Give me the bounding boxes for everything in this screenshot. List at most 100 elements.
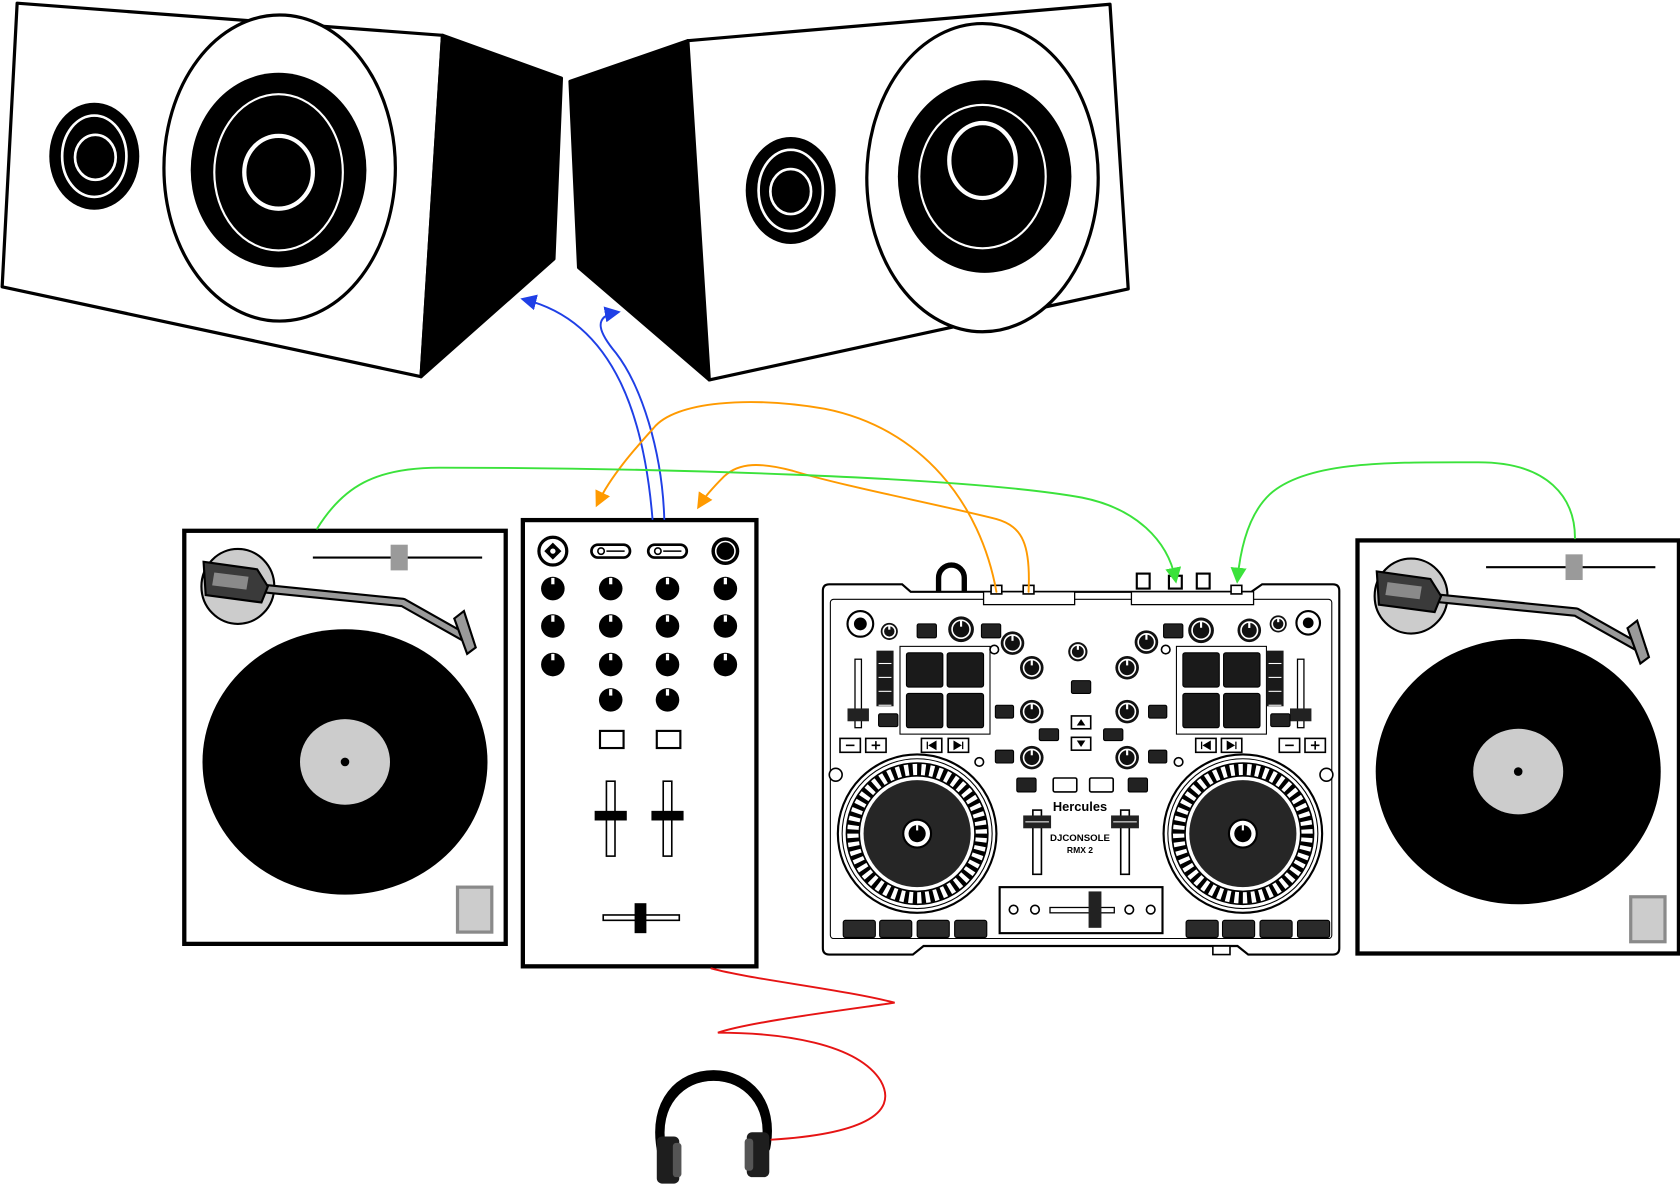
- deck-function-button: [1185, 919, 1219, 938]
- controller-button: [994, 704, 1015, 719]
- counterweight-detail: [1385, 582, 1422, 600]
- headband-highlight: [664, 1081, 763, 1146]
- deck-function-button: [916, 919, 950, 938]
- volume-fader-slot: [1032, 809, 1043, 876]
- left-pitch-fader: [847, 658, 869, 729]
- previous-icon: [926, 740, 937, 751]
- left-turntable-icon: [182, 528, 508, 947]
- mixer-knob: [598, 614, 623, 638]
- tonearm: [1434, 595, 1646, 653]
- controller-knob: [1134, 630, 1159, 654]
- left-pad-frame: [899, 645, 991, 735]
- controller-button: [1070, 680, 1092, 694]
- tweeter-ring: [60, 114, 128, 199]
- mixer-knob: [598, 652, 623, 677]
- strip-body: [876, 650, 894, 707]
- mixer-knob: [598, 576, 623, 601]
- mixer-knob: [541, 652, 565, 677]
- left-speaker-icon: [0, 1, 564, 379]
- deck-function-button: [1296, 919, 1331, 938]
- performance-pad: [1223, 692, 1261, 729]
- knob-body: [598, 688, 623, 712]
- mixer-knob: [713, 652, 738, 677]
- mixer-knob: [655, 688, 680, 712]
- speaker-cable-right: [599, 306, 666, 520]
- controller-knob: [1115, 655, 1139, 680]
- headphone-cable: [710, 967, 895, 1141]
- channel-2-switch: [646, 543, 689, 559]
- right-volume-fader: [1111, 809, 1139, 876]
- plus-button: [864, 737, 887, 754]
- deck-function-button: [842, 919, 876, 938]
- browse-down-button: [1070, 736, 1092, 751]
- pitch-slider-knob: [390, 544, 408, 571]
- right-speaker-woofer: [865, 21, 1100, 334]
- controller-model-line-2: RMX 2: [1067, 845, 1093, 855]
- controller-button: [1163, 623, 1184, 639]
- right-speaker-icon: [568, 2, 1130, 382]
- panel-screw: [1029, 904, 1041, 915]
- panel-screw: [1124, 904, 1135, 915]
- performance-pad: [1182, 652, 1220, 688]
- controller-button: [1148, 749, 1168, 764]
- controller-button: [878, 713, 899, 728]
- pitch-fader-slot: [854, 658, 863, 729]
- strip-body: [1266, 650, 1284, 707]
- mixer-knob: [655, 576, 680, 601]
- controller-button: [980, 623, 1002, 639]
- knob-body: [598, 576, 623, 601]
- controller-cable-loop: [935, 562, 967, 594]
- jog-ring: [845, 762, 989, 906]
- jack-ring: [714, 540, 736, 562]
- rca-input-3: [1230, 584, 1243, 595]
- panel-screw: [1008, 904, 1019, 915]
- left-speaker-tweeter: [49, 102, 140, 210]
- headshell: [453, 609, 477, 656]
- side-button-strip: [876, 650, 894, 707]
- spindle: [340, 757, 350, 767]
- knob-body: [598, 652, 623, 677]
- controller-controls: [828, 615, 1334, 938]
- loop-button: [1088, 777, 1115, 793]
- knob-body: [713, 576, 738, 601]
- headphone-jack: [711, 537, 740, 566]
- controller-knob: [1020, 655, 1044, 680]
- knob-body: [541, 576, 565, 601]
- mic-input: [537, 535, 569, 567]
- left-speaker-side: [419, 33, 564, 379]
- pitch-fader-cap: [1290, 708, 1312, 722]
- volume-fader-slot: [1119, 809, 1131, 876]
- indicator-led: [989, 644, 1000, 655]
- indicator-led: [1160, 644, 1171, 655]
- crossfader: [602, 903, 681, 934]
- jog-ring: [1171, 762, 1315, 906]
- mixer-knob: [655, 652, 680, 677]
- plus-button: [1304, 737, 1327, 754]
- minus-button: [1278, 737, 1301, 754]
- mixer-knobs: [541, 576, 738, 712]
- jog-rim-inner: [841, 758, 993, 910]
- jog-grip-teeth: [846, 763, 988, 904]
- crossfader-slot: [1049, 906, 1115, 914]
- deck-function-button: [1259, 919, 1293, 938]
- jog-rim-inner: [1167, 758, 1319, 910]
- mixer-knob: [598, 688, 623, 712]
- controller-knob: [1237, 618, 1262, 643]
- controller-button: [1148, 704, 1168, 719]
- controller-brand-logo: Hercules: [1053, 799, 1107, 814]
- tweeter-dome: [769, 167, 813, 216]
- controller-button: [1038, 728, 1060, 742]
- left-speaker-woofer: [162, 13, 397, 323]
- cue-button-2: [655, 729, 682, 750]
- previous-icon: [1200, 740, 1211, 751]
- controller-to-mixer-cable-1: [595, 401, 998, 593]
- arrow-up-icon: [1076, 719, 1086, 726]
- performance-pad: [1223, 652, 1261, 688]
- performance-pad: [905, 652, 944, 688]
- left-earcup-pad: [672, 1142, 682, 1178]
- mixer-knob: [541, 576, 565, 601]
- indicator-led: [828, 767, 843, 783]
- controller-knob: [1000, 631, 1025, 655]
- next-icon: [1226, 740, 1237, 751]
- performance-pad: [1182, 692, 1220, 729]
